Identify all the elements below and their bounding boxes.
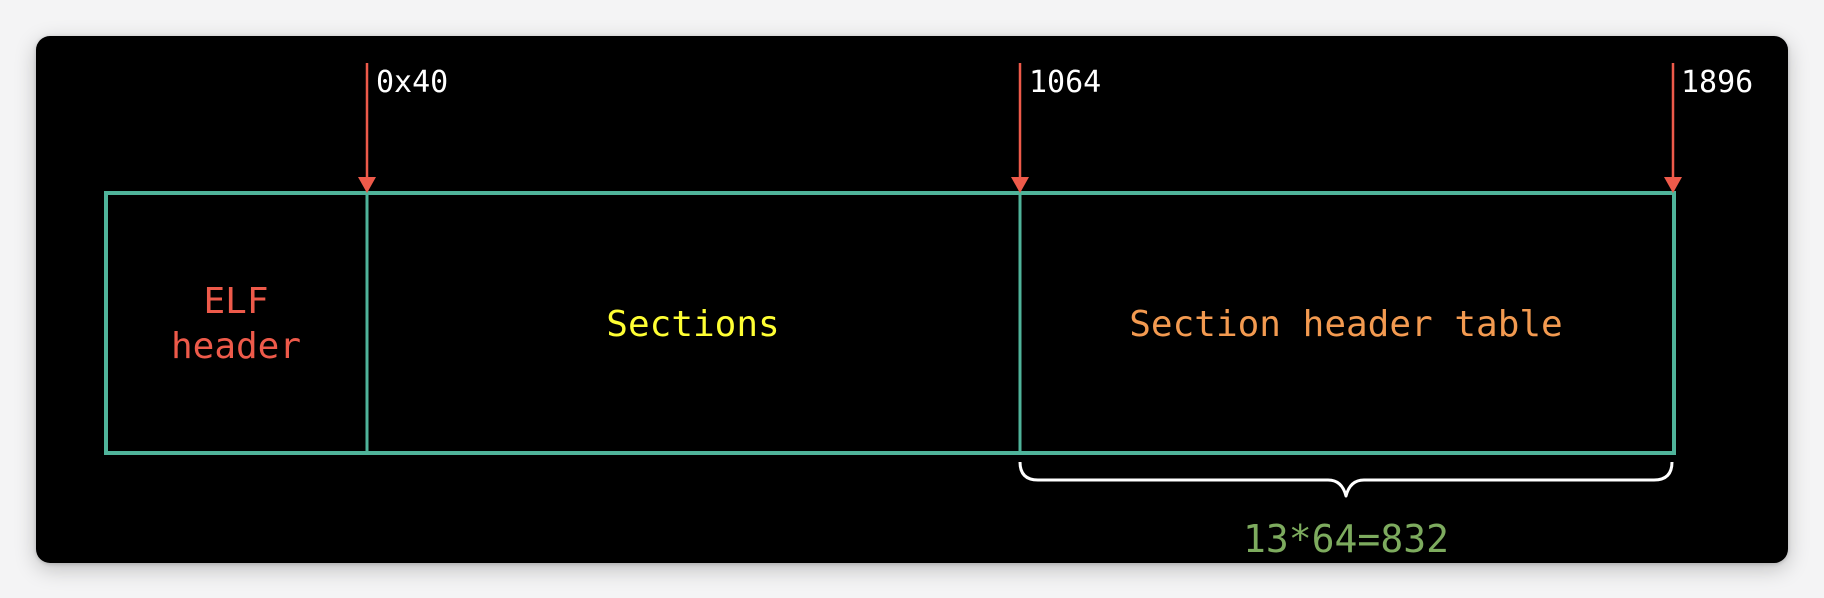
offset-marker-1064: 1064 bbox=[1011, 63, 1101, 193]
diagram-canvas: 0x40 1064 1896 ELF header Sections Secti… bbox=[36, 36, 1788, 563]
arrow-head bbox=[358, 177, 376, 193]
sections-label: Sections bbox=[606, 304, 779, 345]
elf-header-label-line2: header bbox=[171, 326, 301, 367]
size-annotation: 13*64=832 bbox=[1243, 517, 1449, 561]
elf-layout-diagram: 0x40 1064 1896 ELF header Sections Secti… bbox=[104, 63, 1753, 561]
section-header-table-label: Section header table bbox=[1129, 304, 1562, 345]
size-brace bbox=[1018, 461, 1674, 498]
elf-header-label-line1: ELF bbox=[203, 281, 268, 322]
offset-marker-0x40: 0x40 bbox=[358, 63, 448, 193]
offset-label: 1896 bbox=[1681, 65, 1753, 100]
arrow-head bbox=[1664, 177, 1682, 193]
file-layout-box bbox=[104, 191, 1676, 455]
offset-marker-1896: 1896 bbox=[1664, 63, 1753, 193]
offset-label: 0x40 bbox=[376, 65, 448, 100]
offset-label: 1064 bbox=[1029, 65, 1101, 100]
arrow-head bbox=[1011, 177, 1029, 193]
